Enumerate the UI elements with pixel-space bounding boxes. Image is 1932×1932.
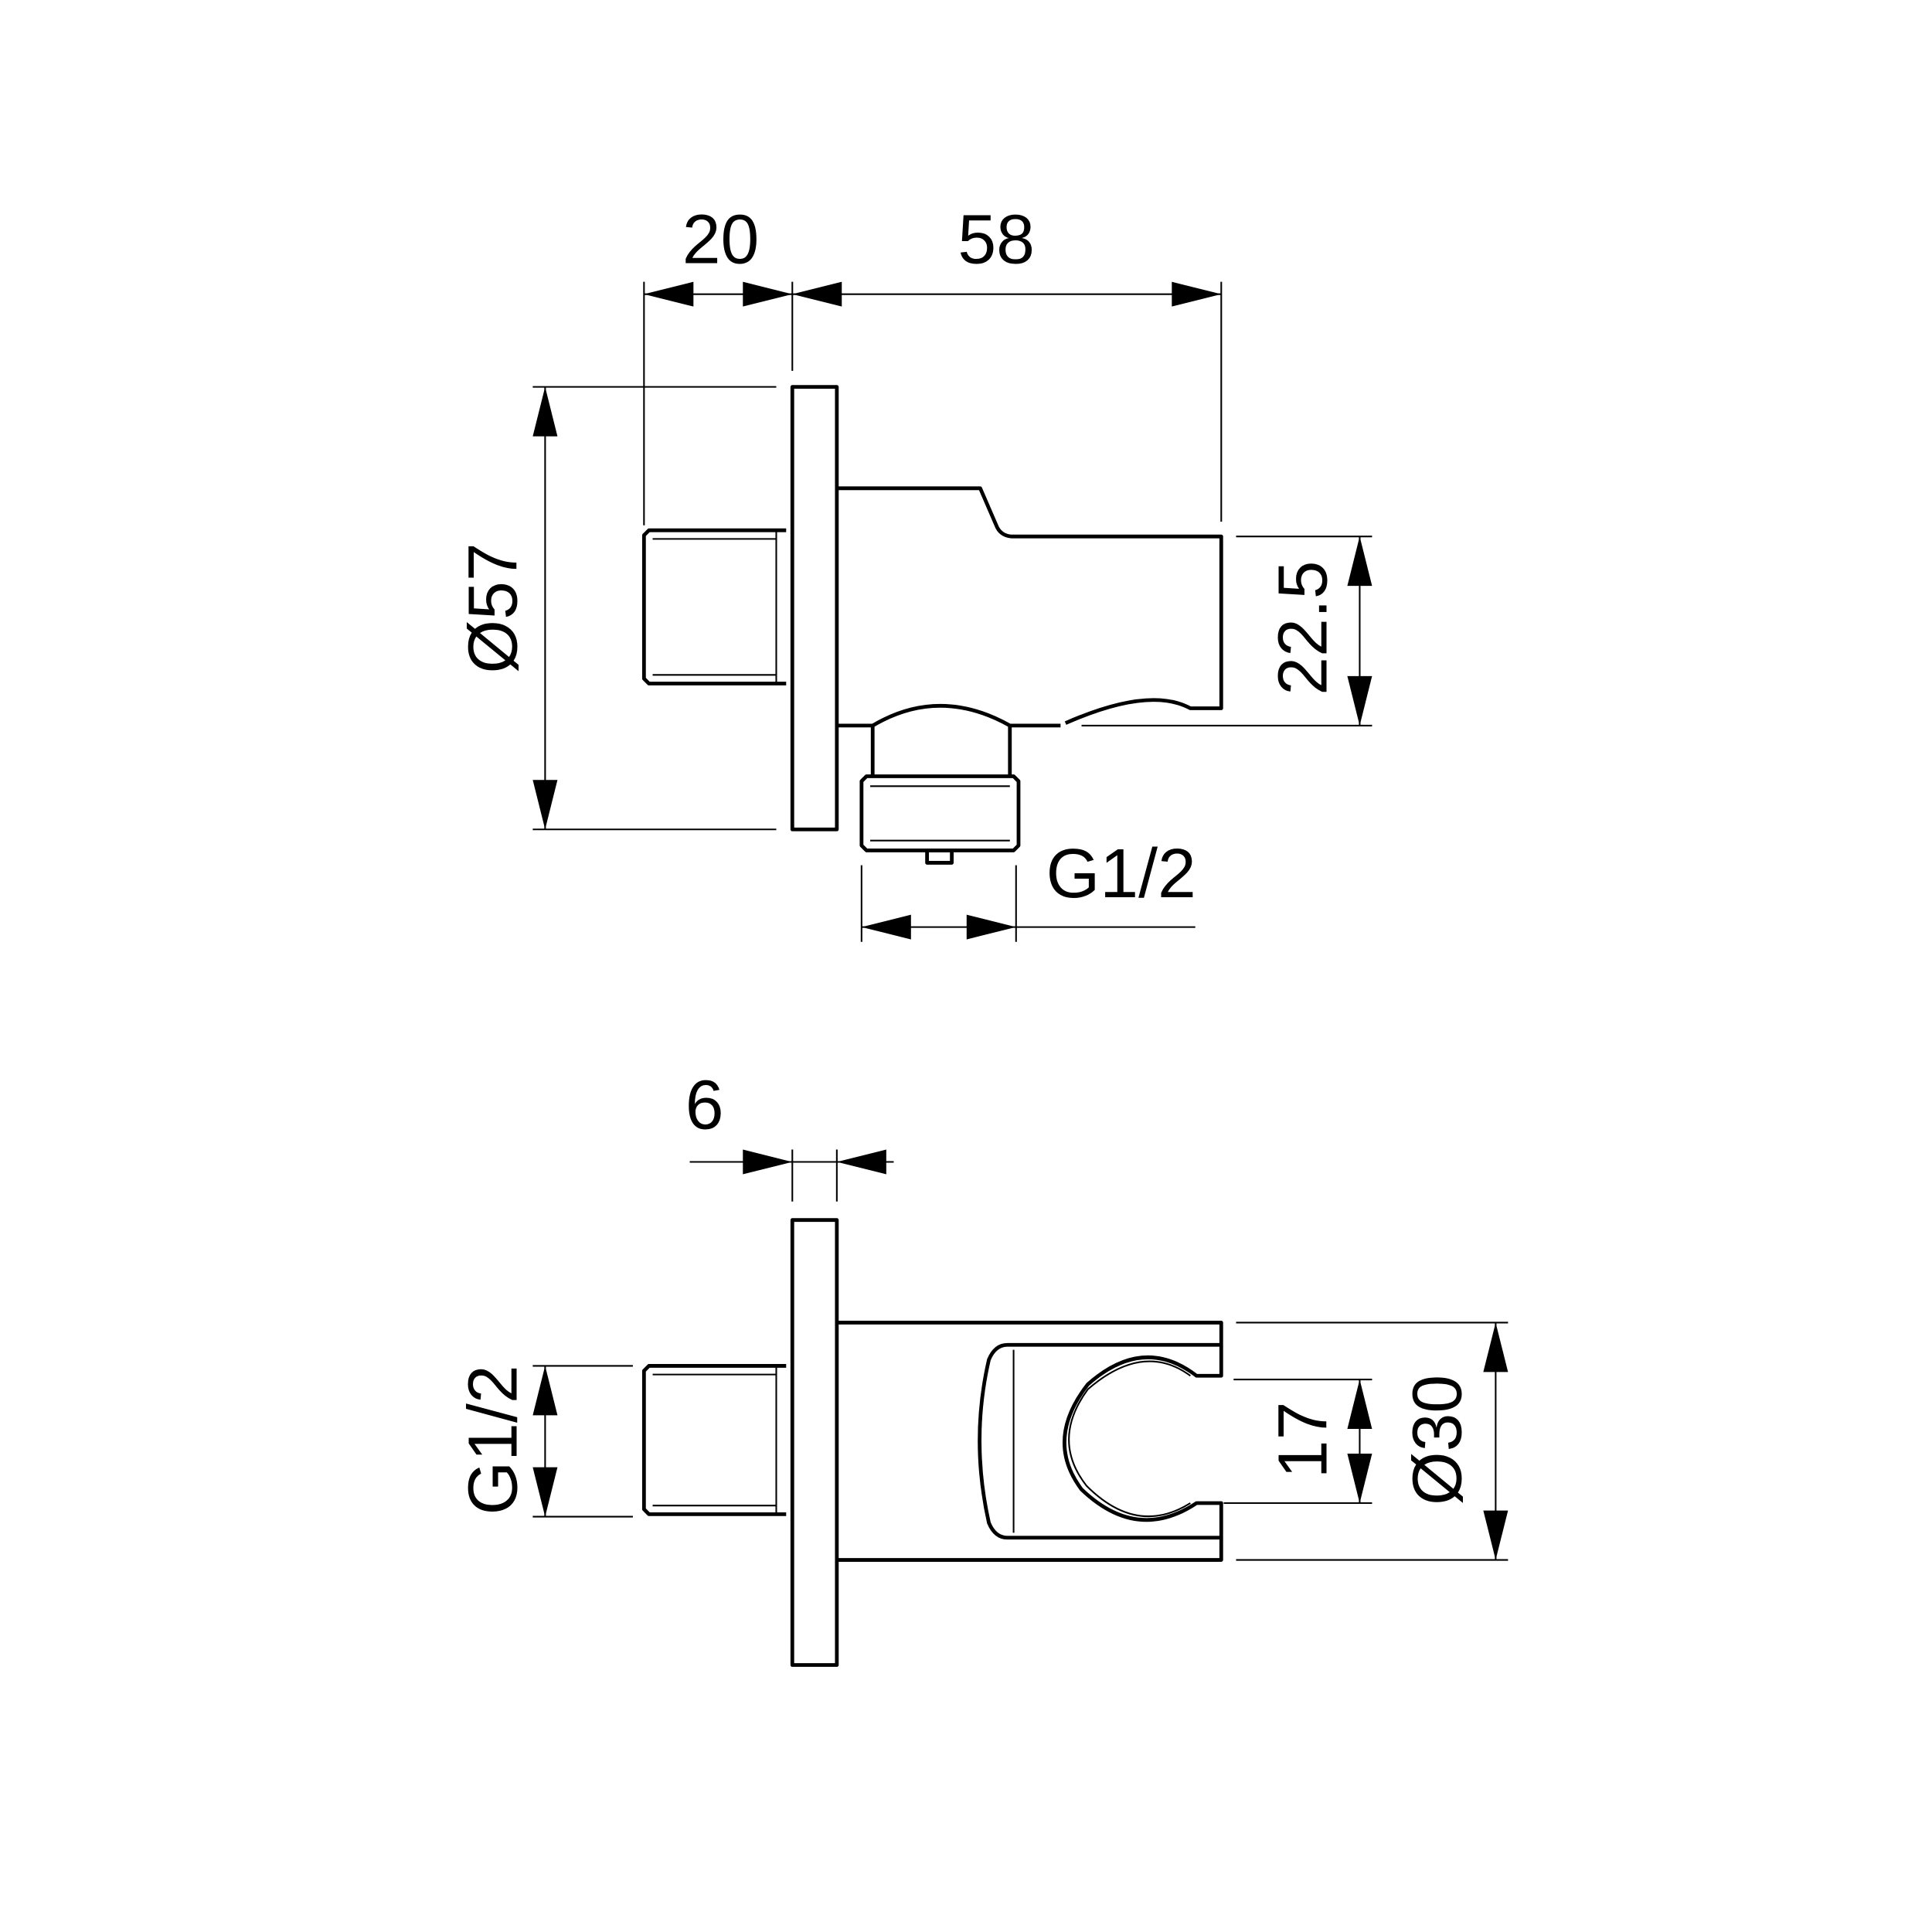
arrowhead-icon — [532, 386, 558, 437]
inlet-thread — [641, 1364, 787, 1516]
outlet-connector — [859, 703, 1021, 865]
arrowhead-icon — [1483, 1322, 1509, 1372]
dim-holder-diameter-label: Ø30 — [1399, 1375, 1476, 1505]
arrowhead-icon — [836, 1149, 886, 1175]
arrowhead-icon — [1172, 281, 1222, 307]
dim-holder-opening-label: 17 — [1264, 1402, 1341, 1479]
arrowhead-icon — [1347, 1379, 1372, 1430]
dimension-arrows — [532, 281, 1509, 1560]
arrowhead-icon — [792, 281, 842, 307]
arrowhead-icon — [743, 281, 793, 307]
arrowhead-icon — [743, 1149, 793, 1175]
arrowhead-icon — [1347, 1453, 1372, 1503]
dim-plate-diameter-label: Ø57 — [454, 543, 532, 673]
dimension-lines — [532, 281, 1372, 942]
arrowhead-icon — [1347, 536, 1372, 587]
holder-body — [836, 486, 1223, 728]
side-view: 20 58 Ø57 22.5 G1/2 — [454, 201, 1372, 942]
arrowhead-icon — [532, 780, 558, 830]
top-view: 6 G1/2 17 Ø30 — [454, 1066, 1509, 1667]
arrowhead-icon — [532, 1366, 558, 1416]
wall-plate — [790, 385, 839, 832]
arrowhead-icon — [1483, 1510, 1509, 1560]
dim-height-label: 22.5 — [1264, 560, 1341, 695]
dim-plate-thickness-label: 6 — [685, 1066, 724, 1143]
holder-body — [836, 1321, 1223, 1562]
arrowhead-icon — [644, 281, 694, 307]
dimension-lines — [532, 1149, 1509, 1561]
dim-depth-label: 20 — [682, 201, 760, 278]
dim-outlet-thread-label: G1/2 — [1046, 835, 1196, 912]
arrowhead-icon — [1347, 675, 1372, 726]
arrowhead-icon — [532, 1467, 558, 1517]
wall-plate — [790, 1218, 839, 1667]
dim-inlet-thread-label: G1/2 — [454, 1365, 532, 1515]
dim-length-label: 58 — [957, 201, 1035, 278]
inlet-thread — [641, 528, 787, 685]
arrowhead-icon — [966, 914, 1016, 940]
arrowhead-icon — [861, 914, 911, 940]
